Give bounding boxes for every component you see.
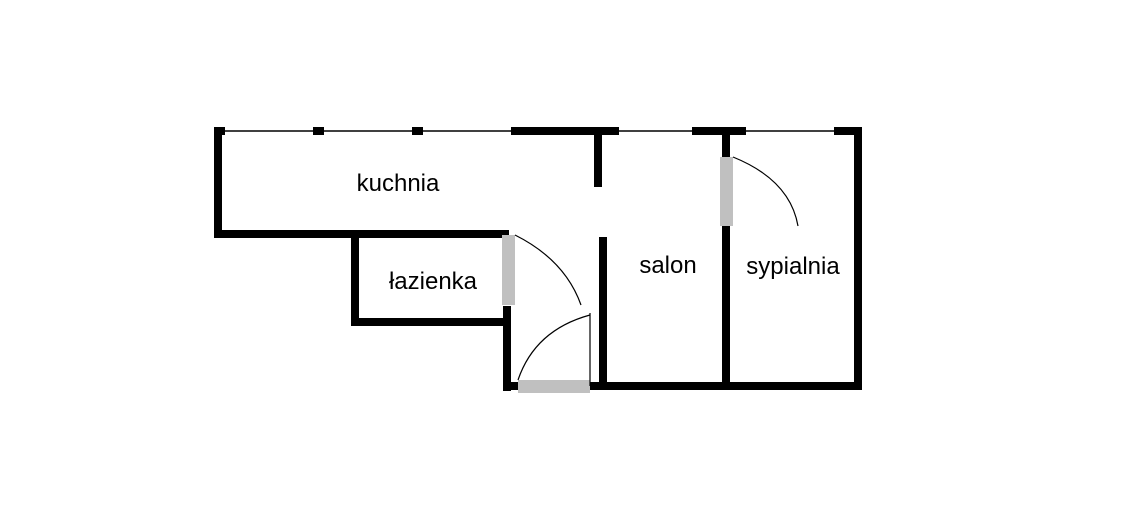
- door-bedroom: [720, 156, 799, 227]
- room-label-living-room: salon: [639, 252, 696, 279]
- window: [225, 126, 313, 136]
- room-label-kitchen: kuchnia: [357, 170, 440, 197]
- door-bathroom: [502, 234, 582, 306]
- window: [324, 126, 412, 136]
- windows: [225, 126, 834, 136]
- window: [619, 126, 692, 136]
- window: [423, 126, 511, 136]
- window: [746, 126, 834, 136]
- room-label-bathroom: łazienka: [389, 268, 478, 295]
- room-label-bedroom: sypialnia: [746, 253, 840, 280]
- doors: [502, 156, 799, 393]
- door-entrance: [517, 313, 591, 393]
